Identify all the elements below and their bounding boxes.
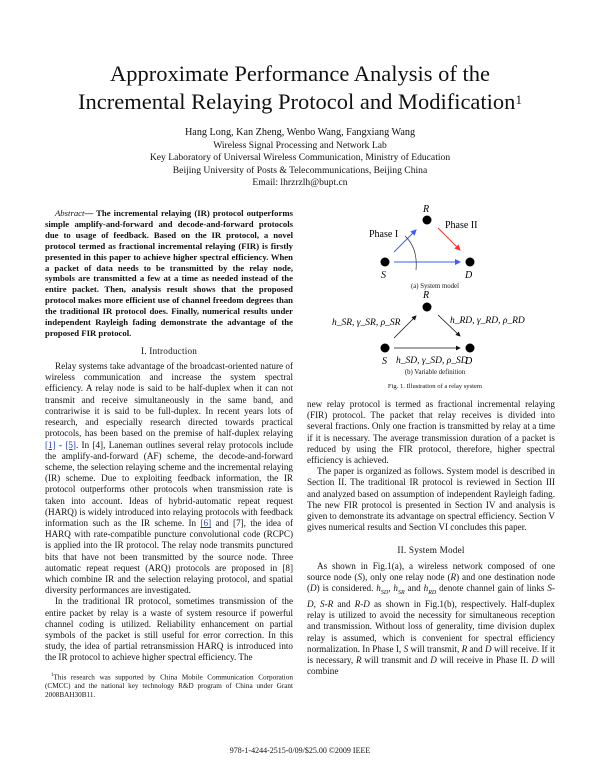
right-column: new relay protocol is termed as fraction… (307, 399, 555, 678)
relay-system-figure: R S D Phase I Phase II R S D h_SR, γ_SR,… (332, 204, 525, 367)
intro-paragraph: In the traditional IR protocol, sometime… (45, 596, 293, 663)
svg-text:R: R (422, 204, 429, 215)
body-paragraph: The paper is organized as follows. Syste… (307, 466, 555, 533)
abstract: Abstract— The incremental relaying (IR) … (45, 208, 293, 338)
phase1-arrow-sr (393, 229, 417, 253)
svg-text:S: S (381, 270, 386, 281)
phase2-arrow-rd (437, 227, 461, 251)
svg-text:S: S (382, 356, 387, 367)
left-column: Abstract— The incremental relaying (IR) … (45, 208, 293, 701)
svg-text:D: D (464, 356, 473, 367)
node-d (465, 257, 475, 267)
paper-title: Approximate Performance Analysis of the … (78, 61, 522, 114)
intro-paragraph: Relay systems take advantage of the broa… (45, 361, 293, 596)
subfigure-caption-a: (a) System model (411, 283, 459, 290)
svg-text:R: R (422, 290, 429, 301)
affiliation-lab: Wireless Signal Processing and Network L… (213, 140, 387, 152)
copyright-footer: 978-1-4244-2515-0/09/$25.00 ©2009 IEEE (229, 746, 371, 755)
body-paragraph: new relay protocol is termed as fraction… (307, 399, 555, 466)
system-model-paragraph: As shown in Fig.1(a), a wireless network… (307, 560, 556, 677)
affiliation-university: Beijing University of Posts & Telecommun… (172, 164, 428, 176)
figure-caption: Fig. 1. Illustration of a relay system (387, 383, 483, 390)
author-email: Email: lhrzrzlh@bupt.cn (252, 176, 348, 188)
footnote: 1This research was supported by China Mo… (45, 672, 293, 700)
author-block: Hang Long, Kan Zheng, Wenbo Wang, Fangxi… (0, 127, 600, 189)
subfigure-caption-b: (b) Variable definition (404, 369, 466, 376)
author-names: Hang Long, Kan Zheng, Wenbo Wang, Fangxi… (184, 127, 416, 138)
svg-text:Phase II: Phase II (445, 220, 478, 231)
svg-text:D: D (464, 270, 473, 281)
svg-text:h_SR, γ_SR, ρ_SR: h_SR, γ_SR, ρ_SR (332, 318, 401, 328)
section-heading-introduction: I. Introduction (140, 345, 198, 356)
citation-link-5[interactable]: [5] (65, 439, 76, 450)
variable-definition-diagram: R S D h_SR, γ_SR, ρ_SR h_RD, γ_RD, ρ_RD … (332, 290, 525, 367)
system-model-diagram: R S D Phase I Phase II (369, 204, 478, 281)
node-d (465, 343, 475, 353)
node-s (380, 257, 390, 267)
phase1-arc (404, 235, 417, 271)
node-r (422, 302, 432, 312)
node-r (422, 215, 432, 225)
citation-link-1[interactable]: [1] (45, 439, 56, 450)
svg-text:Phase I: Phase I (369, 229, 398, 240)
svg-text:h_RD, γ_RD, ρ_RD: h_RD, γ_RD, ρ_RD (450, 316, 525, 326)
citation-link-6[interactable]: [6] (200, 517, 212, 528)
node-s (380, 343, 390, 353)
section-heading-system-model: II. System Model (397, 545, 465, 556)
svg-text:h_SD, γ_SD, ρ_SD: h_SD, γ_SD, ρ_SD (396, 356, 468, 366)
affiliation-key-lab: Key Laboratory of Universal Wireless Com… (149, 152, 451, 164)
